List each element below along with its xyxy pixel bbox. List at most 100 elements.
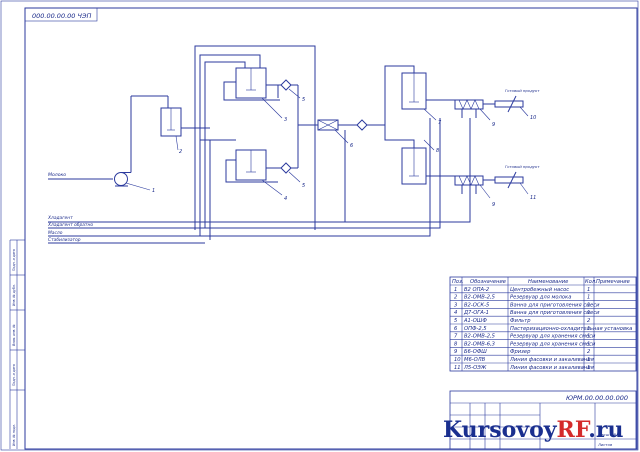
product-output-label-1: Готовый продукт bbox=[505, 88, 540, 93]
callout-8: 8 bbox=[436, 148, 439, 154]
spec-cell-name: Резервуар для хранения смеси bbox=[510, 334, 596, 340]
side-stamp: Инв. № подл. Подп. и дата Взам. инв. № И… bbox=[9, 239, 25, 449]
titleblock-scale-label: Масштаб bbox=[598, 432, 617, 437]
top-distribution-lines bbox=[194, 45, 316, 240]
spec-cell-qty: 2 bbox=[587, 349, 590, 355]
pump-1 bbox=[114, 95, 169, 187]
spec-header-qty: Кол. bbox=[585, 279, 597, 285]
spec-cell-designation: В2-ОМВ-6,3 bbox=[464, 341, 495, 347]
spec-cell-qty: 1 bbox=[587, 334, 590, 340]
filling-line-11: Готовый продукт bbox=[494, 164, 540, 189]
watermark: KursovoyRF.ru bbox=[443, 417, 623, 443]
spec-cell-qty: 1 bbox=[587, 341, 590, 347]
callout-11: 11 bbox=[530, 195, 536, 201]
callout-5-bottom: 5 bbox=[302, 183, 305, 189]
filter-5-bottom bbox=[266, 125, 299, 174]
drawing-code-titleblock: ЮРМ.00.00.00.000 bbox=[566, 394, 628, 402]
watermark-text: KursovoyRF.ru bbox=[443, 417, 623, 443]
freezer-9-bottom bbox=[454, 175, 495, 194]
spec-cell-designation: А1-ОШФ bbox=[463, 318, 487, 324]
spec-table bbox=[449, 276, 637, 372]
spec-cell-qty: 1 bbox=[587, 326, 590, 332]
spec-cell-pos: 6 bbox=[454, 326, 458, 332]
spec-cell-pos: 4 bbox=[454, 310, 457, 316]
spec-cell-pos: 7 bbox=[454, 334, 458, 340]
spec-cell-designation: ОПФ-2,5 bbox=[464, 326, 487, 332]
spec-cell-qty: 1 bbox=[587, 357, 590, 363]
spec-cell-name: Линия фасовки и закаливания bbox=[509, 365, 594, 371]
spec-cell-name: Резервуар для молока bbox=[510, 295, 571, 301]
spec-cell-qty: 1 bbox=[587, 365, 590, 371]
spec-cell-name: Резервуар для хранения смеси bbox=[510, 341, 596, 347]
spec-cell-pos: 5 bbox=[454, 318, 458, 324]
freezer-9-top bbox=[454, 99, 495, 118]
callout-5-top: 5 bbox=[302, 97, 305, 103]
filter-5-top bbox=[266, 79, 299, 125]
callout-4: 4 bbox=[284, 196, 287, 202]
spec-cell-qty: 1 bbox=[587, 287, 590, 293]
spec-cell-pos: 3 bbox=[454, 302, 457, 308]
spec-cell-designation: В2 ОПА-2 bbox=[464, 287, 489, 293]
stamp-vzam-inv: Взам. инв. № bbox=[12, 324, 16, 346]
utility-lines bbox=[48, 118, 471, 244]
spec-cell-pos: 1 bbox=[454, 287, 457, 293]
tank-2 bbox=[160, 107, 200, 137]
spec-cell-qty: 1 bbox=[587, 295, 590, 301]
stamp-inv-podl: Инв. № подл. bbox=[12, 424, 16, 446]
spec-cell-pos: 10 bbox=[454, 357, 461, 363]
stamp-podp-data-1: Подп. и дата bbox=[12, 364, 16, 386]
filling-line-10: Готовый продукт bbox=[494, 88, 540, 113]
spec-cell-designation: В2-ОМВ-2,5 bbox=[464, 334, 496, 340]
callout-9-top: 9 bbox=[492, 122, 495, 128]
stream-label-coolant: Хладагент bbox=[47, 215, 73, 221]
spec-cell-qty: 1 bbox=[587, 302, 590, 308]
spec-cell-name: Пастеризационно-охладительная установка bbox=[510, 326, 632, 332]
spec-cell-pos: 9 bbox=[454, 349, 457, 355]
callout-3: 3 bbox=[284, 117, 287, 123]
drawing-code-box bbox=[24, 7, 98, 22]
spec-header-designation: Обозначение bbox=[470, 279, 506, 285]
sheet-inner-frame bbox=[24, 7, 638, 450]
callouts: 1 2 3 4 5 5 6 7 8 9 9 10 11 bbox=[125, 88, 536, 208]
spec-cell-name: Фильтр bbox=[510, 318, 531, 324]
callout-6: 6 bbox=[350, 143, 353, 149]
spec-cell-name: Центробежный насос bbox=[510, 287, 569, 293]
drawing-code-top: 000.00.00.00 ЧЭП bbox=[32, 12, 91, 20]
callout-7: 7 bbox=[438, 120, 442, 126]
spec-cell-designation: В2-ОМВ-2,5 bbox=[464, 295, 496, 301]
spec-cell-name: Линия фасовки и закаливания bbox=[509, 357, 594, 363]
spec-cell-qty: 1 bbox=[587, 310, 590, 316]
storage-tank-8 bbox=[384, 125, 456, 185]
spec-cell-designation: В2-ОСК-5 bbox=[464, 302, 490, 308]
stream-label-oil: Масло bbox=[48, 230, 63, 236]
spec-header-name: Наименование bbox=[528, 279, 568, 285]
callout-2: 2 bbox=[179, 149, 182, 155]
callout-9-bottom: 9 bbox=[492, 202, 495, 208]
stream-label-coolant-return: Хладагент обратно bbox=[47, 222, 93, 228]
pasteurizer-6 bbox=[298, 119, 385, 222]
spec-header-note: Примечание bbox=[596, 279, 630, 285]
stamp-podp-data-2: Подп. и дата bbox=[12, 249, 16, 271]
spec-cell-designation: М6-ОЛВ bbox=[464, 357, 486, 363]
spec-cell-name: Фризер bbox=[510, 349, 531, 355]
spec-cell-name: Ванна для приготовления смеси bbox=[510, 310, 600, 316]
spec-cell-pos: 8 bbox=[454, 341, 458, 347]
product-output-label-2: Готовый продукт bbox=[505, 164, 540, 169]
stamp-inv-dubl: Инв. № дубл. bbox=[12, 284, 16, 306]
spec-cell-pos: 2 bbox=[454, 295, 457, 301]
mixing-vat-4 bbox=[225, 149, 278, 183]
stream-label-milk: Молоко bbox=[48, 172, 66, 178]
titleblock-sheets-label: Листов bbox=[597, 442, 613, 447]
spec-cell-pos: 11 bbox=[454, 365, 461, 371]
spec-header-pos: Поз. bbox=[452, 279, 463, 285]
callout-1: 1 bbox=[152, 188, 155, 194]
callout-10: 10 bbox=[530, 115, 536, 121]
spec-cell-designation: Д7-ОГА-1 bbox=[463, 310, 489, 316]
spec-table-headers: Поз. Обозначение Наименование Кол. Приме… bbox=[452, 279, 630, 285]
spec-cell-designation: Л5-ОЭЖ bbox=[463, 365, 487, 371]
title-block: ЮРМ.00.00.00.000 Листов Масштаб bbox=[449, 390, 637, 450]
storage-tank-7 bbox=[384, 65, 456, 125]
stream-label-stabilizer: Стабилизатор bbox=[48, 237, 81, 243]
